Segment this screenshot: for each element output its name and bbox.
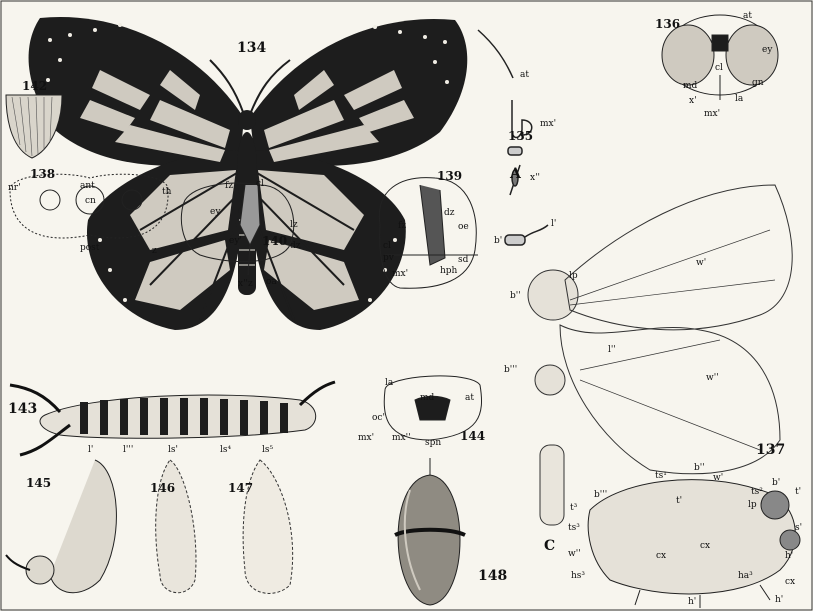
label-md-136: md [683, 81, 698, 91]
label-b2: b'' [510, 291, 521, 301]
label-spn: spn [425, 438, 441, 448]
fig-c-letter: C [544, 538, 555, 554]
label-ls1: ls' [168, 445, 178, 455]
label-z: z [152, 246, 157, 256]
label-mx2-144: mx'' [392, 433, 411, 443]
label-b3: b''' [504, 365, 517, 375]
label-b1b: b' [772, 478, 780, 488]
label-mx1-144: mx' [358, 433, 374, 443]
fig-148-number: 148 [478, 568, 507, 584]
fig-135-number: 135 [508, 129, 533, 143]
label-at-135: at [520, 70, 529, 80]
label-cx3: cx [785, 577, 795, 587]
label-ls4: ls⁴ [220, 445, 231, 455]
fig-134-number: 134 [237, 40, 266, 56]
label-h3: h' [775, 595, 783, 605]
label-w1b: w' [713, 473, 723, 483]
label-lp: lp [569, 271, 578, 281]
label-cl-136: cl [715, 63, 723, 73]
fig-146-number: 146 [150, 481, 175, 495]
label-gn: gn [752, 78, 764, 88]
fig-137-number: 137 [756, 442, 785, 458]
fig-142-number: 142 [22, 79, 47, 93]
fig-136-number: 136 [655, 17, 680, 31]
pupation-stage-146 [156, 460, 196, 593]
label-la-144: la [385, 378, 394, 388]
fig-144-number: 144 [460, 429, 485, 443]
label-at-144: at [465, 393, 474, 403]
fig-143-number: 143 [8, 401, 37, 417]
fig-135-a: A [509, 166, 522, 182]
label-eyp: ey' [229, 236, 242, 246]
fig-147-number: 147 [228, 481, 253, 495]
label-hs3: hs³ [571, 571, 585, 581]
label-t1: t' [795, 487, 801, 497]
label-oe-139: oe [458, 222, 469, 232]
label-l1-135: l' [551, 219, 556, 229]
label-oa: oa [266, 277, 277, 287]
label-oc1: oc' [372, 413, 385, 423]
label-cl-140: cl [256, 179, 264, 189]
label-ey-136: ey [762, 45, 773, 55]
fig-145-number: 145 [26, 476, 51, 490]
label-w1: w' [696, 258, 706, 268]
label-mx1-135: mx' [540, 119, 556, 129]
chrysalis-drawing [395, 458, 465, 605]
label-la-136: la [735, 94, 744, 104]
label-x2-135: x'' [530, 173, 540, 183]
label-l3: l''' [123, 445, 133, 455]
label-mx1-139: mx' [392, 269, 408, 279]
label-cx1: cx [656, 551, 666, 561]
label-t2: t' [676, 496, 682, 506]
label-ha3: ha³ [738, 571, 753, 581]
label-b2b: b'' [694, 463, 705, 473]
label-l2: l'' [608, 345, 616, 355]
label-b1-135: b' [494, 236, 502, 246]
label-w2b: w'' [568, 549, 581, 559]
label-x1-136: x' [689, 96, 697, 106]
label-sd: sd [458, 255, 469, 265]
label-ts1: ts¹ [655, 471, 667, 481]
label-at-136: at [743, 11, 752, 21]
label-b3b: b''' [594, 490, 607, 500]
egg-drawing [6, 95, 62, 158]
label-ey-140: ey [210, 207, 221, 217]
label-l1-143: l' [88, 445, 93, 455]
fig-139-number: 139 [437, 169, 462, 183]
fig-140-number: 140 [262, 234, 287, 248]
label-th: th [162, 187, 172, 197]
label-md-144: md [420, 393, 435, 403]
label-ts2: ts² [751, 487, 763, 497]
label-dz-140: dz [290, 241, 301, 251]
label-post: post [80, 243, 100, 253]
label-h2: h' [688, 597, 696, 607]
label-mx1-136: mx' [704, 109, 720, 119]
label-ant: ant [80, 181, 95, 191]
label-nr1: nr' [8, 183, 21, 193]
label-hph: hph [440, 266, 458, 276]
label-s1: s' [795, 523, 802, 533]
label-cx2: cx [700, 541, 710, 551]
label-fz-140: fz [225, 181, 233, 191]
label-pv: pv [383, 253, 395, 263]
label-lz: lz [290, 220, 298, 230]
thorax-side-drawing [588, 480, 800, 608]
label-w2: w'' [706, 373, 719, 383]
label-cl-139: cl [383, 241, 391, 251]
label-ts3: ts³ [568, 523, 580, 533]
label-fz-139: fz [398, 221, 406, 231]
fig-138-number: 138 [30, 167, 55, 181]
label-lpb: lp [748, 500, 757, 510]
label-t3: t³ [570, 503, 578, 513]
pupation-stage-145 [6, 460, 116, 593]
label-ls5: ls⁵ [262, 445, 273, 455]
label-x2z: x''z [238, 279, 253, 289]
label-dz-139: dz [444, 208, 455, 218]
label-cn: cn [85, 196, 96, 206]
label-h1: h' [785, 551, 793, 561]
